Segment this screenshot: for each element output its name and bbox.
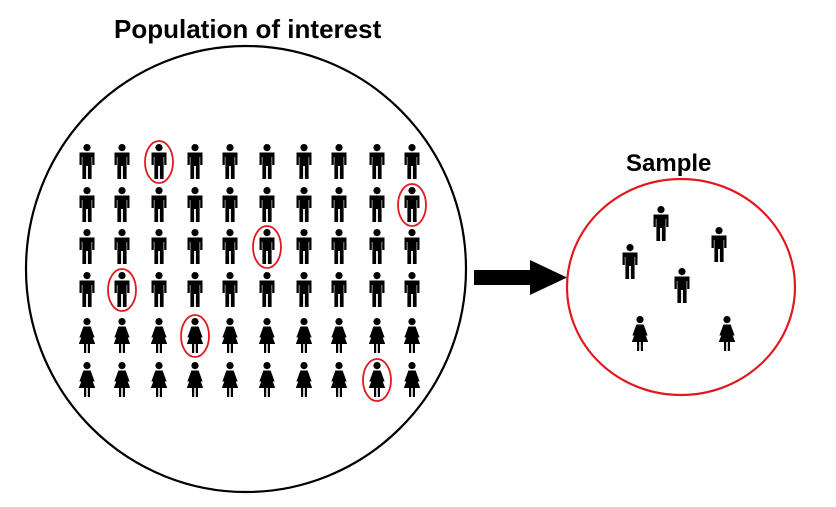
population-circle xyxy=(24,44,468,494)
female-person-icon xyxy=(186,362,204,397)
female-person-icon xyxy=(330,318,348,353)
male-person-icon xyxy=(114,144,130,179)
selection-highlight-ring xyxy=(252,225,282,269)
sample-figures xyxy=(622,206,736,351)
female-person-icon xyxy=(295,362,313,397)
male-person-icon xyxy=(222,187,238,222)
male-person-icon xyxy=(79,144,95,179)
male-person-icon xyxy=(296,229,312,264)
female-person-icon xyxy=(718,316,736,351)
sample-circle xyxy=(565,177,797,397)
male-person-icon xyxy=(151,272,167,307)
male-person-icon xyxy=(369,272,385,307)
selected-highlights xyxy=(107,140,427,402)
right-arrow-icon xyxy=(474,260,567,295)
male-person-icon xyxy=(222,144,238,179)
female-person-icon xyxy=(258,362,276,397)
male-person-icon xyxy=(331,144,347,179)
female-person-icon xyxy=(78,318,96,353)
male-person-icon xyxy=(296,187,312,222)
male-person-icon xyxy=(114,187,130,222)
selection-highlight-ring xyxy=(362,358,392,402)
male-person-icon xyxy=(187,229,203,264)
male-person-icon xyxy=(187,144,203,179)
female-person-icon xyxy=(403,362,421,397)
male-person-icon xyxy=(711,227,727,262)
female-person-icon xyxy=(631,316,649,351)
male-person-icon xyxy=(369,229,385,264)
male-person-icon xyxy=(404,229,420,264)
male-person-icon xyxy=(404,144,420,179)
female-person-icon xyxy=(368,318,386,353)
male-person-icon xyxy=(369,144,385,179)
male-person-icon xyxy=(404,272,420,307)
female-person-icon xyxy=(150,318,168,353)
female-person-icon xyxy=(186,318,204,353)
male-person-icon xyxy=(79,187,95,222)
male-person-icon xyxy=(674,268,690,303)
selection-highlight-ring xyxy=(144,140,174,184)
selection-highlight-ring xyxy=(397,183,427,227)
male-person-icon xyxy=(79,229,95,264)
female-person-icon xyxy=(403,318,421,353)
male-person-icon xyxy=(222,272,238,307)
female-person-icon xyxy=(221,362,239,397)
male-person-icon xyxy=(151,229,167,264)
male-person-icon xyxy=(331,272,347,307)
male-person-icon xyxy=(369,187,385,222)
male-person-icon xyxy=(222,229,238,264)
female-person-icon xyxy=(113,362,131,397)
male-person-icon xyxy=(114,272,130,307)
female-person-icon xyxy=(78,362,96,397)
female-person-icon xyxy=(113,318,131,353)
male-person-icon xyxy=(79,272,95,307)
male-person-icon xyxy=(404,187,420,222)
male-person-icon xyxy=(114,229,130,264)
female-person-icon xyxy=(221,318,239,353)
female-person-icon xyxy=(295,318,313,353)
sample-title: Sample xyxy=(626,150,712,177)
male-person-icon xyxy=(187,272,203,307)
male-person-icon xyxy=(622,244,638,279)
male-person-icon xyxy=(653,206,669,241)
male-person-icon xyxy=(259,187,275,222)
male-person-icon xyxy=(296,272,312,307)
male-person-icon xyxy=(259,144,275,179)
male-person-icon xyxy=(331,229,347,264)
selection-highlight-ring xyxy=(180,314,210,358)
female-person-icon xyxy=(258,318,276,353)
male-person-icon xyxy=(259,272,275,307)
male-person-icon xyxy=(259,229,275,264)
female-person-icon xyxy=(150,362,168,397)
male-person-icon xyxy=(151,187,167,222)
female-person-icon xyxy=(368,362,386,397)
male-person-icon xyxy=(151,144,167,179)
male-person-icon xyxy=(296,144,312,179)
male-person-icon xyxy=(331,187,347,222)
selection-highlight-ring xyxy=(107,268,137,312)
male-person-icon xyxy=(187,187,203,222)
population-title: Population of interest xyxy=(114,14,382,44)
female-person-icon xyxy=(330,362,348,397)
population-figures xyxy=(78,144,421,397)
